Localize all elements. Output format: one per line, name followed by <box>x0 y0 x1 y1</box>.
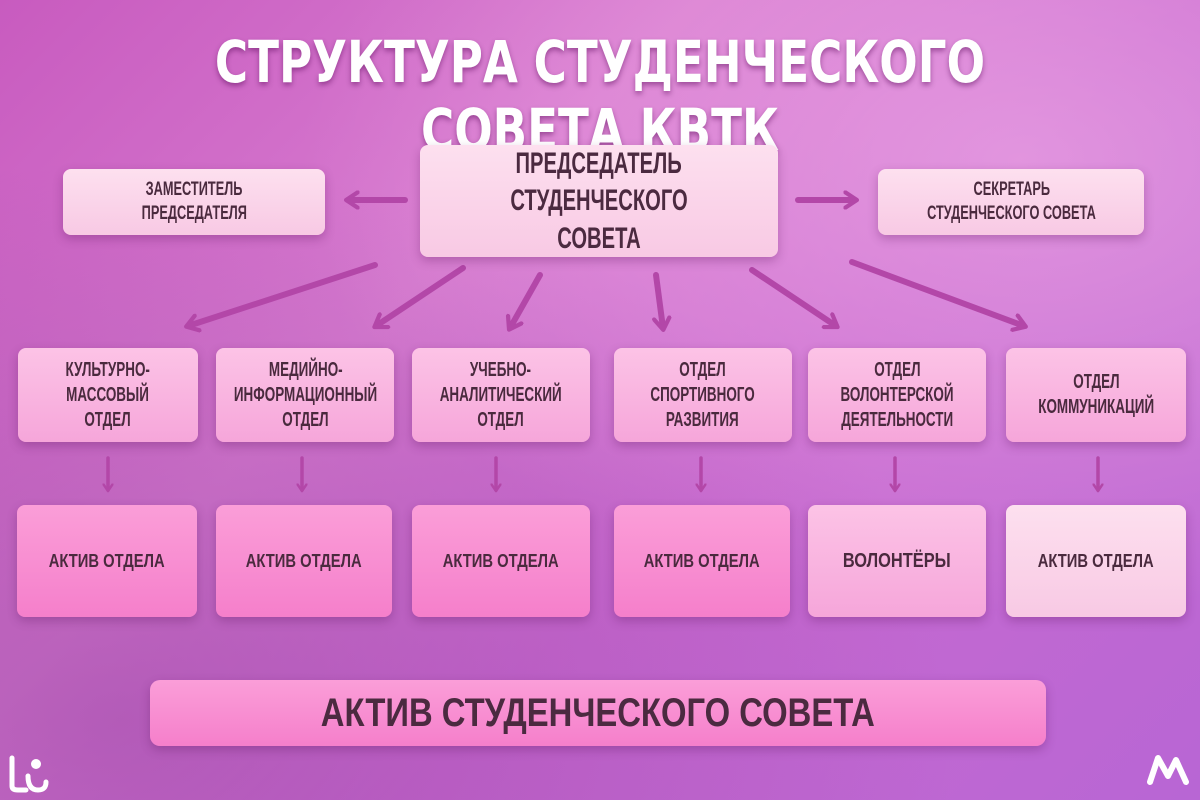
department-5-line-2: ВОЛОНТЕРСКОЙ <box>840 383 954 406</box>
right-logo-icon <box>1147 755 1189 785</box>
arrow-to-dept-1 <box>188 262 378 326</box>
sub-box-3-label: АКТИВ ОТДЕЛА <box>443 550 559 571</box>
department-2-line-1: МЕДИЙНО- <box>268 358 342 381</box>
department-5-line-3: ДЕЯТЕЛЬНОСТИ <box>841 408 953 431</box>
deputy-line-2: ПРЕДСЕДАТЕЛЯ <box>141 203 247 224</box>
sub-box-2: АКТИВ ОТДЕЛА <box>216 505 392 617</box>
arrow-to-dept-6 <box>849 259 1024 326</box>
sub-box-4: АКТИВ ОТДЕЛА <box>614 505 790 617</box>
sub-box-6-label: АКТИВ ОТДЕЛА <box>1038 550 1154 571</box>
sub-box-4-label: АКТИВ ОТДЕЛА <box>644 550 760 571</box>
department-box-6: ОТДЕЛ КОММУНИКАЦИЙ <box>1006 348 1186 442</box>
sub-box-6: АКТИВ ОТДЕЛА <box>1006 505 1186 617</box>
sub-box-1-label: АКТИВ ОТДЕЛА <box>49 550 165 571</box>
secretary-line-2: СТУДЕНЧЕСКОГО СОВЕТА <box>926 203 1096 224</box>
arrow-to-dept-4 <box>656 272 663 328</box>
bottom-banner: АКТИВ СТУДЕНЧЕСКОГО СОВЕТА <box>150 680 1046 746</box>
arrow-to-dept-2 <box>376 265 466 326</box>
sub-box-3: АКТИВ ОТДЕЛА <box>412 505 590 617</box>
page-title: СТРУКТУРА СТУДЕНЧЕСКОГО СОВЕТА КВТК <box>214 28 986 164</box>
sub-box-5-label: ВОЛОНТЁРЫ <box>843 549 951 572</box>
department-4-line-2: СПОРТИВНОГО <box>650 383 756 406</box>
chairman-line-1: ПРЕДСЕДАТЕЛЬ <box>515 146 683 180</box>
department-4-line-1: ОТДЕЛ <box>679 358 727 381</box>
department-4-line-3: РАЗВИТИЯ <box>666 408 740 431</box>
department-2-line-3: ОТДЕЛ <box>281 408 329 431</box>
sub-box-1: АКТИВ ОТДЕЛА <box>17 505 197 617</box>
deputy-line-1: ЗАМЕСТИТЕЛЬ <box>145 179 243 201</box>
bottom-banner-label: АКТИВ СТУДЕНЧЕСКОГО СОВЕТА <box>320 691 876 735</box>
sub-box-2-label: АКТИВ ОТДЕЛА <box>246 550 362 571</box>
department-6-line-2: КОММУНИКАЦИЙ <box>1038 396 1154 418</box>
department-1-line-1: КУЛЬТУРНО- <box>65 358 151 381</box>
department-1-line-3: ОТДЕЛ <box>84 408 132 431</box>
arrow-to-dept-3 <box>510 272 543 328</box>
department-5-line-1: ОТДЕЛ <box>873 358 921 381</box>
department-3-line-2: АНАЛИТИЧЕСКИЙ <box>440 383 562 406</box>
department-6-line-1: ОТДЕЛ <box>1072 371 1120 393</box>
arrow-to-dept-5 <box>749 267 836 326</box>
department-2-line-2: ИНФОРМАЦИОННЫЙ <box>233 383 377 406</box>
secretary-line-1: СЕКРЕТАРЬ <box>972 179 1050 201</box>
left-logo-icon <box>9 755 49 793</box>
department-3-line-3: ОТДЕЛ <box>477 408 525 431</box>
sub-box-5: ВОЛОНТЁРЫ <box>808 505 986 617</box>
department-3-line-1: УЧЕБНО- <box>470 358 532 381</box>
chairman-line-2: СТУДЕНЧЕСКОГО СОВЕТА <box>510 184 688 255</box>
department-1-line-2: МАССОВЫЙ <box>66 383 150 406</box>
chairman-box: ПРЕДСЕДАТЕЛЬ СТУДЕНЧЕСКОГО СОВЕТА <box>420 145 778 257</box>
